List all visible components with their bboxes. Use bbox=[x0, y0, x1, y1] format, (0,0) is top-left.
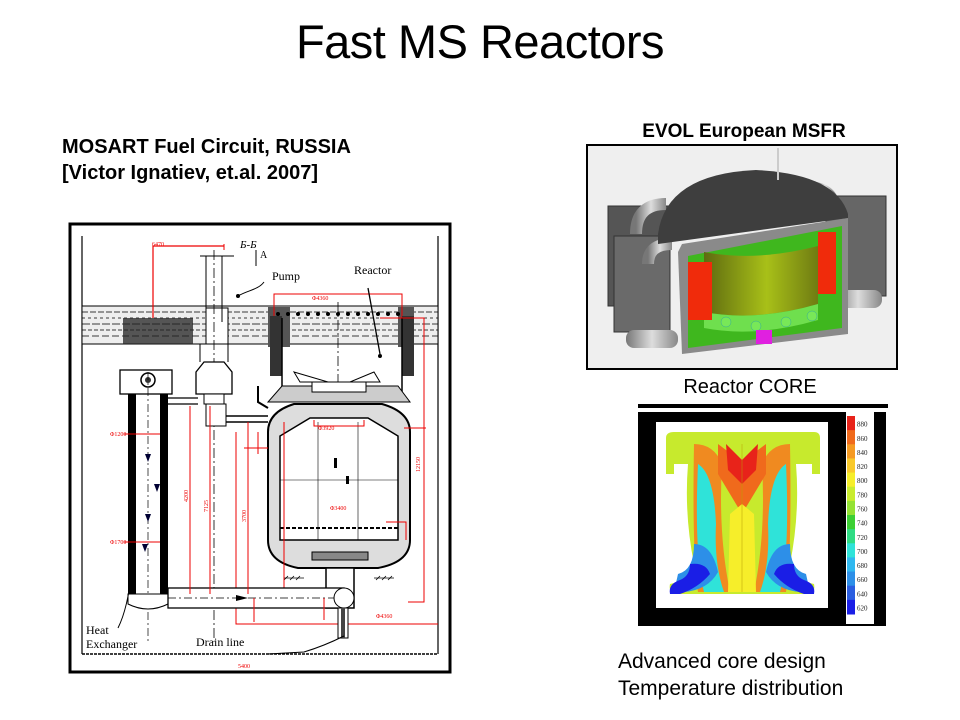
core-temperature-map: 880 860 840 820 800 780 760 740 720 700 680 660 640 6… bbox=[638, 404, 888, 626]
svg-text:Φ3920: Φ3920 bbox=[318, 426, 334, 432]
core-caption: Advanced core design Temperature distrib… bbox=[618, 648, 843, 702]
msfr-render-svg bbox=[586, 144, 898, 370]
svg-text:4200: 4200 bbox=[184, 490, 190, 502]
mosart-drawing: Б-Б A Pump Reactor bbox=[68, 222, 452, 674]
colorbar-label: 780 bbox=[857, 491, 868, 499]
msfr-render bbox=[586, 144, 898, 370]
colorbar-swatch bbox=[847, 458, 855, 474]
colorbar-label: 660 bbox=[857, 576, 868, 584]
core-temperature-svg: 880 860 840 820 800 780 760 740 720 700 680 660 640 6… bbox=[638, 404, 888, 626]
svg-text:5400: 5400 bbox=[238, 664, 250, 670]
colorbar-label: 640 bbox=[857, 590, 868, 598]
drain-line-label: Drain line bbox=[196, 635, 244, 649]
svg-text:Φ1700: Φ1700 bbox=[110, 540, 126, 546]
heat-exchanger bbox=[119, 369, 198, 642]
reactor-label: Reactor bbox=[354, 263, 391, 277]
colorbar-swatch bbox=[847, 472, 855, 488]
colorbar-label: 740 bbox=[857, 520, 868, 528]
svg-text:12150: 12150 bbox=[416, 457, 422, 472]
colorbar: 880 860 840 820 800 780 760 740 720 700 680 660 640 6… bbox=[847, 416, 868, 615]
colorbar-swatch bbox=[847, 571, 855, 587]
core-caption-line2: Temperature distribution bbox=[618, 677, 844, 700]
svg-text:3700: 3700 bbox=[242, 510, 248, 522]
mosart-heading-line2: [Victor Ignatiev, et.al. 2007] bbox=[62, 162, 319, 184]
colorbar-label: 620 bbox=[857, 604, 868, 612]
colorbar-label: 700 bbox=[857, 548, 868, 556]
colorbar-swatch bbox=[847, 585, 855, 601]
reactor-vessel bbox=[257, 371, 411, 609]
colorbar-label: 840 bbox=[857, 449, 868, 457]
slide-title: Fast MS Reactors bbox=[295, 15, 665, 68]
mosart-heading: MOSART Fuel Circuit, RUSSIA [Victor Igna… bbox=[62, 134, 351, 186]
svg-text:Φ4360: Φ4360 bbox=[312, 296, 328, 302]
colorbar-swatch bbox=[847, 486, 855, 502]
colorbar-label: 880 bbox=[857, 421, 868, 429]
colorbar-label: 760 bbox=[857, 505, 868, 513]
evol-heading: EVOL European MSFR bbox=[642, 121, 846, 142]
colorbar-swatch bbox=[847, 430, 855, 445]
colorbar-label: 720 bbox=[857, 534, 868, 542]
mosart-drawing-svg: Б-Б A Pump Reactor bbox=[68, 222, 452, 674]
svg-text:Φ4360: Φ4360 bbox=[376, 614, 392, 620]
svg-text:Φ1200: Φ1200 bbox=[110, 432, 126, 438]
colorbar-swatch bbox=[847, 500, 855, 516]
colorbar-label: 680 bbox=[857, 562, 868, 570]
colorbar-swatch bbox=[847, 444, 855, 459]
colorbar-label: 820 bbox=[857, 463, 868, 471]
svg-text:6470: 6470 bbox=[152, 242, 164, 248]
floor-slab bbox=[81, 305, 439, 347]
colorbar-swatch bbox=[847, 529, 855, 544]
heat-exchanger-label-1: Heat bbox=[86, 623, 109, 637]
colorbar-swatch bbox=[847, 543, 855, 558]
mosart-heading-line1: MOSART Fuel Circuit, RUSSIA bbox=[62, 136, 351, 158]
core-caption-line1: Advanced core design bbox=[618, 650, 826, 673]
colorbar-swatch bbox=[847, 416, 855, 431]
colorbar-swatch bbox=[847, 557, 855, 573]
colorbar-swatch bbox=[847, 599, 855, 615]
svg-text:7125: 7125 bbox=[204, 500, 210, 512]
svg-text:Φ3400: Φ3400 bbox=[330, 506, 346, 512]
pump-label: Pump bbox=[272, 269, 300, 283]
heat-exchanger-label-2: Exchanger bbox=[86, 637, 137, 651]
section-a-label: A bbox=[260, 250, 268, 261]
temperature-field bbox=[666, 432, 820, 594]
colorbar-swatch bbox=[847, 515, 855, 530]
colorbar-label: 860 bbox=[857, 435, 868, 443]
core-heading: Reactor CORE bbox=[683, 376, 817, 398]
colorbar-label: 800 bbox=[857, 477, 868, 485]
section-label: Б-Б bbox=[239, 239, 257, 251]
